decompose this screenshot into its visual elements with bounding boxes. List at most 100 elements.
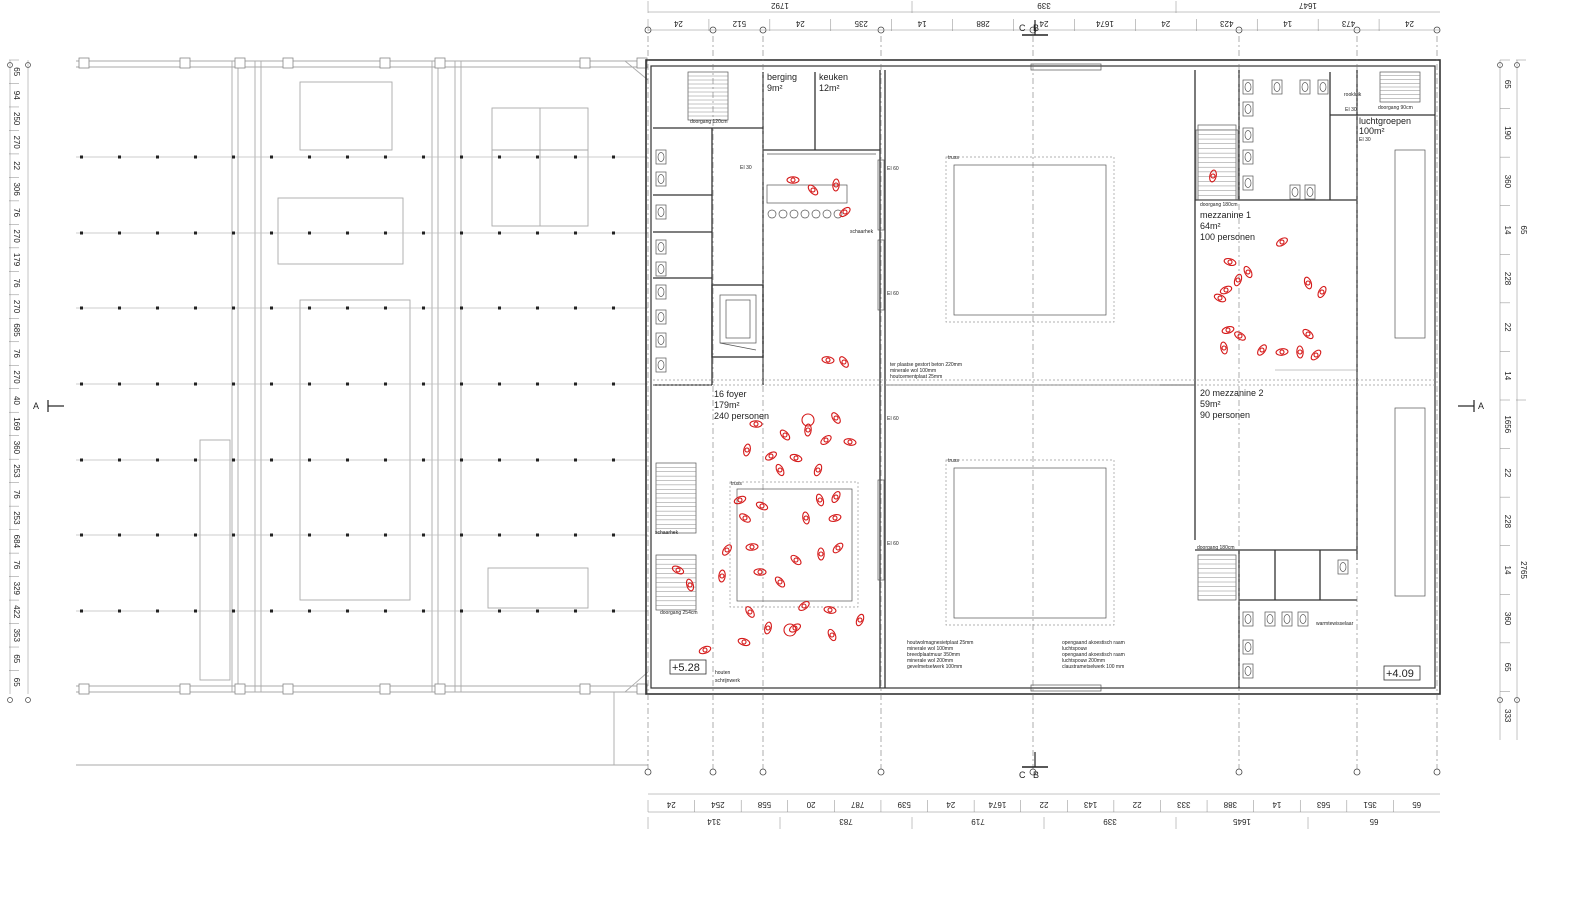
person-shoulders <box>839 356 849 368</box>
dimension-label: 1674 <box>988 800 1006 809</box>
grid-tick <box>194 231 197 235</box>
grid-tick <box>232 609 235 613</box>
person-head <box>741 639 747 645</box>
dimension-label: 76 <box>12 279 21 288</box>
toilet-cubicle <box>655 332 667 348</box>
dimension-label: 270 <box>12 229 21 243</box>
person-head <box>801 603 807 609</box>
person-shoulders <box>828 514 842 522</box>
dimension-label: 473 <box>1341 19 1355 28</box>
dimension-label: 558 <box>757 800 771 809</box>
person-figure <box>828 514 842 522</box>
person-head <box>841 359 847 365</box>
dimension-label: 76 <box>12 208 21 217</box>
column-bottom <box>179 683 191 695</box>
grid-tick <box>536 231 539 235</box>
toilet-cubicle <box>1304 184 1316 200</box>
grid-tick <box>574 306 577 310</box>
person-shoulders <box>749 420 763 428</box>
grid-tick <box>156 155 159 159</box>
person-head <box>724 547 730 553</box>
toilet-cubicle <box>655 284 667 300</box>
toilet-bowl <box>1301 82 1309 92</box>
grid-tick <box>612 533 615 537</box>
toilet-bowl <box>657 360 665 370</box>
person-shoulders <box>739 513 751 523</box>
grid-tick <box>118 609 121 613</box>
grid-tick <box>270 231 273 235</box>
dimension-label: 360 <box>1503 175 1512 189</box>
label-doorgang-180-top: doorgang 180cm <box>1200 202 1238 208</box>
grid-axis-bubble-bottom <box>759 768 767 776</box>
grid-tick <box>574 155 577 159</box>
person-figure <box>671 565 685 575</box>
label-truss-foyer: truss <box>731 481 742 487</box>
dimension-label: 143 <box>1083 800 1097 809</box>
person-figure <box>1221 325 1235 335</box>
person-figure <box>1296 345 1304 359</box>
grid-tick <box>612 609 615 613</box>
grid-tick <box>270 155 273 159</box>
grid-tick <box>612 306 615 310</box>
wall-note-line: claustrametselwerk 100 mm <box>1062 664 1124 670</box>
toilet-cubicle <box>1242 175 1254 191</box>
label-ei30-b: EI 30 <box>1345 107 1357 113</box>
grid-tick <box>118 533 121 537</box>
wall-note-line: ter plaatse gestort beton 220mm <box>890 362 962 368</box>
grid-tick <box>460 458 463 462</box>
person-shoulders <box>813 463 823 477</box>
person-shoulders <box>798 601 810 611</box>
toilet-bowl <box>1244 614 1252 624</box>
grid-tick <box>422 306 425 310</box>
person-shoulders <box>1276 237 1288 247</box>
grid-tick <box>308 382 311 386</box>
bar-stool <box>767 209 777 219</box>
person-shoulders <box>1310 349 1322 361</box>
grid-tick <box>460 155 463 159</box>
toilet-cubicle <box>1242 149 1254 165</box>
dimension-label: 253 <box>12 511 21 525</box>
section-markers: C B C B A A <box>33 20 1484 780</box>
wall-note-line: houtwolmagnesietplaat 25mm <box>907 640 973 646</box>
person-shoulders <box>855 613 865 627</box>
grid-tick <box>346 155 349 159</box>
grid-tick <box>156 382 159 386</box>
person-shoulders <box>1257 344 1267 356</box>
grid-tick <box>536 458 539 462</box>
grid-tick <box>498 382 501 386</box>
person-shoulders <box>718 569 726 583</box>
person-figure <box>749 420 763 428</box>
room-capacity-mezzanine-2: 90 personen <box>1200 410 1250 420</box>
person-head <box>702 647 708 653</box>
person-figure <box>745 543 759 551</box>
person-figure <box>820 434 832 446</box>
toilet-bowl <box>1339 562 1347 572</box>
dimension-label: 339 <box>1103 817 1117 826</box>
grid-tick <box>574 382 577 386</box>
column-bottom <box>78 683 90 695</box>
person-figure <box>775 463 785 477</box>
wall-note-line: opengaand akoestisch raam <box>1062 652 1125 658</box>
person-figure <box>832 542 844 554</box>
section-mark-a-right: A <box>1478 401 1484 411</box>
person-figure <box>722 544 732 556</box>
person-figure <box>718 569 726 583</box>
level-marker-left: +5.28 <box>672 662 700 674</box>
person-shoulders <box>1209 169 1217 183</box>
person-shoulders <box>1303 276 1313 290</box>
grid-tick <box>346 231 349 235</box>
person-head <box>747 609 753 615</box>
grid-tick <box>536 533 539 537</box>
wall-note-line: houtcementplaat 25mm <box>890 374 942 380</box>
toilet-cubicle <box>1242 639 1254 655</box>
person-figure <box>1233 273 1243 287</box>
person-shoulders <box>831 412 841 424</box>
person-head <box>1235 277 1241 283</box>
person-head <box>825 357 831 363</box>
person-figure <box>779 429 791 441</box>
person-head <box>1297 349 1303 355</box>
person-shoulders <box>827 628 837 642</box>
person-figure <box>1303 276 1313 290</box>
person-figure <box>1317 285 1327 299</box>
room-area-foyer: 179m² <box>714 400 740 410</box>
